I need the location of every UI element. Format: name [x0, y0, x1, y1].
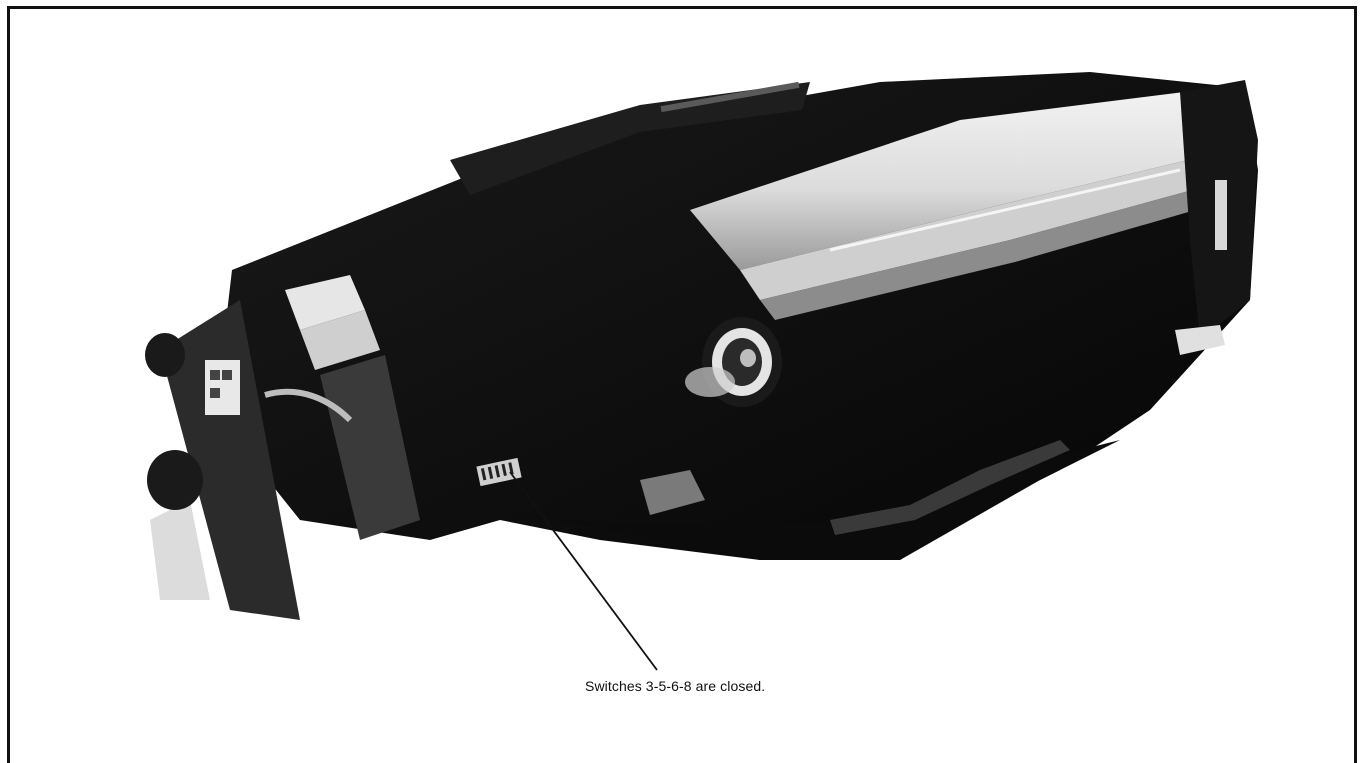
front-knob-highlight — [1175, 325, 1225, 355]
right-bracket — [1215, 180, 1227, 250]
callout-leader-line — [509, 471, 658, 671]
carriage-rail — [450, 82, 810, 195]
figure-caption: Switches 3-5-6-8 are closed. — [585, 678, 766, 694]
left-circuit-board — [145, 300, 300, 620]
platen-roller — [690, 90, 1236, 320]
rail-highlight — [660, 81, 800, 113]
base-edge-highlight — [830, 440, 1070, 535]
platen-knob — [685, 317, 782, 407]
dip-switch-block — [476, 457, 522, 487]
lower-highlight — [640, 470, 705, 515]
ribbon-connector — [264, 275, 420, 540]
